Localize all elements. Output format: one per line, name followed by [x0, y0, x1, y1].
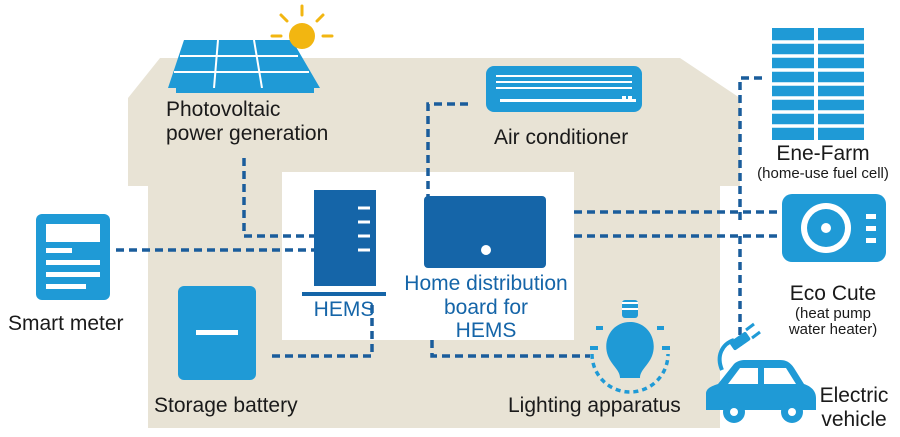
label-eco-cute: Eco Cute (heat pump water heater)	[770, 282, 896, 339]
sun-icon	[270, 4, 334, 49]
label-photovoltaic-line1: Photovoltaic	[166, 98, 281, 121]
label-distribution-board-line2: board for	[443, 295, 529, 319]
label-ene-farm: Ene-Farm (home-use fuel cell)	[750, 142, 896, 182]
label-ene-farm-title: Ene-Farm	[776, 142, 870, 165]
label-distribution-board-line3: HEMS	[455, 319, 517, 343]
label-storage-battery: Storage battery	[154, 394, 298, 417]
label-eco-cute-sub1: (heat pump	[795, 304, 871, 322]
distribution-board-icon	[424, 196, 546, 268]
label-hems: HEMS	[313, 298, 375, 321]
label-photovoltaic: Photovoltaic power generation	[166, 98, 328, 145]
label-photovoltaic-line2: power generation	[166, 121, 329, 145]
label-smart-meter: Smart meter	[8, 312, 124, 335]
label-air-conditioner: Air conditioner	[494, 126, 629, 149]
label-ev-line2: vehicle	[821, 407, 887, 431]
electric-vehicle-icon	[706, 360, 816, 423]
label-ev: Electric vehicle	[812, 384, 896, 431]
label-distribution-board: Home distribution board for HEMS	[404, 272, 568, 343]
heat-pump-icon	[782, 194, 886, 262]
storage-battery-icon	[178, 286, 256, 380]
fuel-cell-icon	[772, 28, 864, 140]
solar-panel-icon	[168, 39, 320, 93]
label-eco-cute-title: Eco Cute	[789, 282, 877, 305]
label-ev-line1: Electric	[819, 384, 889, 407]
label-distribution-board-line1: Home distribution	[404, 272, 568, 295]
light-bulb-icon	[590, 300, 670, 394]
plug-icon	[717, 322, 761, 371]
label-ene-farm-sub: (home-use fuel cell)	[757, 164, 889, 182]
label-lighting: Lighting apparatus	[508, 394, 681, 417]
hems-server-icon	[302, 190, 386, 296]
label-eco-cute-sub2: water heater)	[788, 321, 878, 339]
air-conditioner-icon	[486, 66, 642, 112]
smart-meter-icon	[36, 214, 110, 300]
connection-lines	[116, 76, 780, 358]
